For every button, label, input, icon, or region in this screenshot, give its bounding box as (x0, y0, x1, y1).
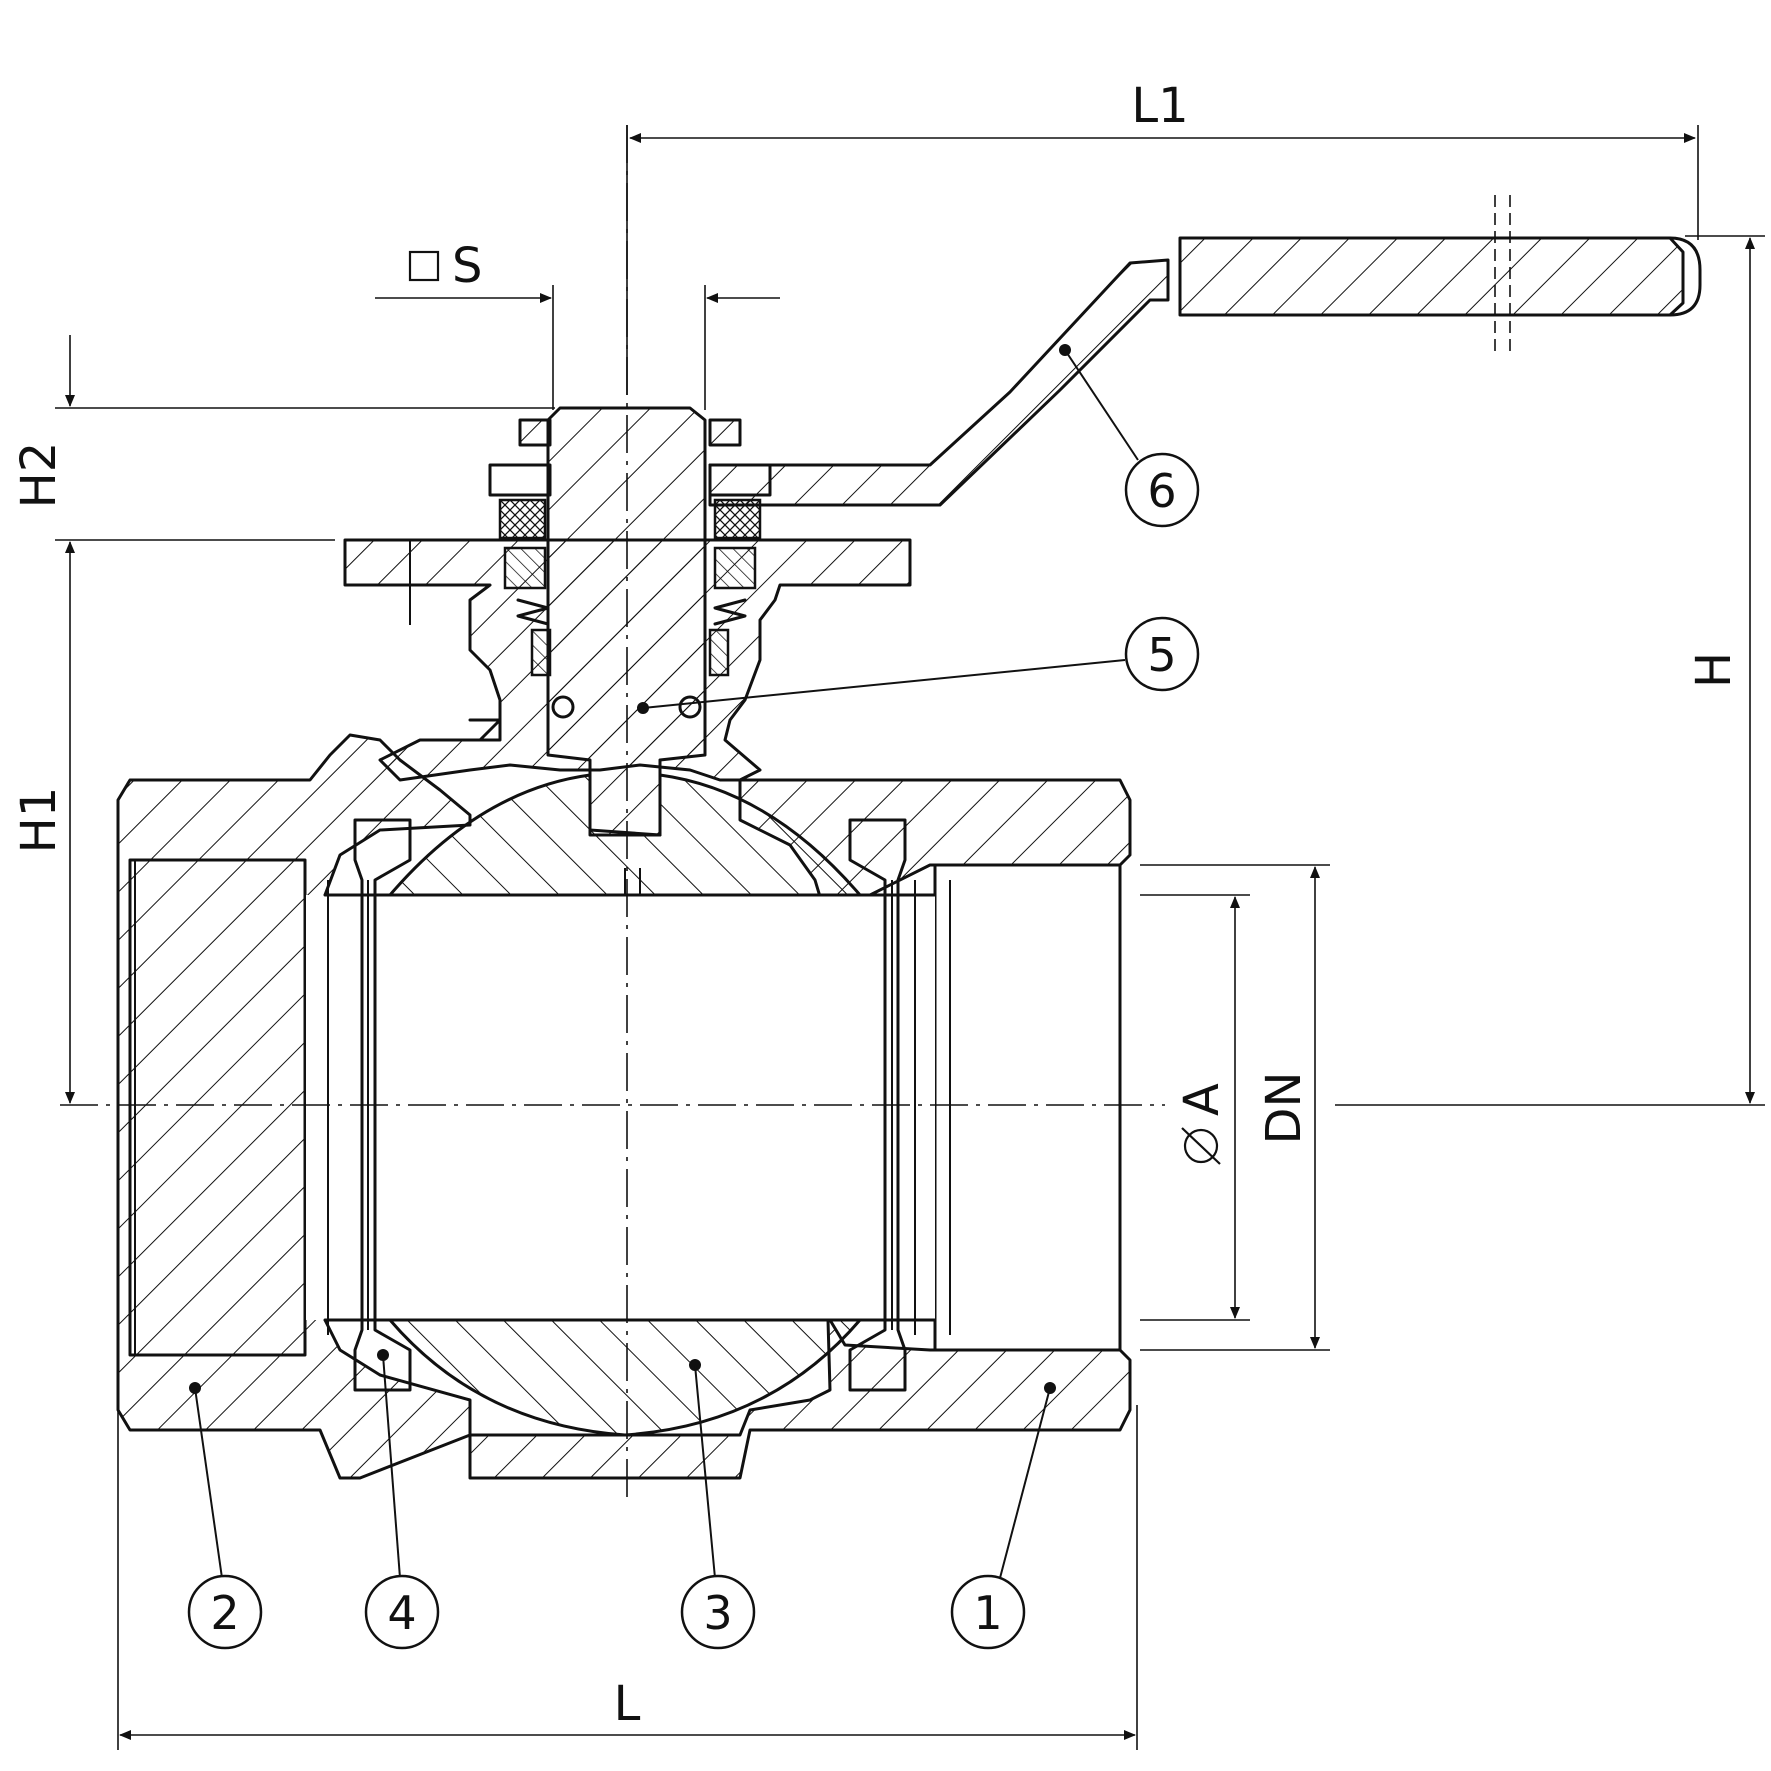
callout-1: 1 (950, 1382, 1056, 1650)
square-symbol-icon (408, 250, 440, 282)
dimension-S-label: S (452, 238, 482, 294)
valve-bore (304, 880, 937, 1335)
dimension-L1-label: L1 (1131, 78, 1188, 134)
callout-2-label: 2 (210, 1586, 239, 1640)
dimension-H2-label: H2 (11, 442, 67, 509)
dimension-DN: DN (1140, 864, 1330, 1351)
dimension-L1: L1 (626, 78, 1699, 395)
dimension-A: A (1140, 894, 1250, 1321)
callout-4-label: 4 (387, 1586, 416, 1640)
dimension-H-label: H (1686, 652, 1742, 688)
callout-1-label: 1 (973, 1586, 1002, 1640)
callout-5-label: 5 (1147, 628, 1176, 682)
callout-3-label: 3 (703, 1586, 732, 1640)
dimension-H: H (1335, 235, 1765, 1106)
callout-4: 4 (364, 1349, 440, 1650)
callout-5: 5 (637, 616, 1200, 714)
diameter-symbol-icon (1183, 1128, 1219, 1164)
callout-2: 2 (187, 1382, 263, 1650)
dimension-H1-label: H1 (11, 787, 67, 854)
dimension-A-label: A (1174, 1083, 1230, 1116)
callout-6: 6 (1059, 344, 1200, 528)
dimension-DN-label: DN (1256, 1072, 1312, 1145)
lever-handle (708, 195, 1702, 507)
gland-packing (488, 418, 772, 677)
dimension-L: L (117, 1405, 1138, 1750)
dimension-L-label: L (614, 1676, 641, 1732)
dimension-H2: H2 (11, 335, 555, 509)
dimension-S: S (375, 238, 780, 410)
center-lines (60, 125, 1165, 1505)
callout-6-label: 6 (1147, 464, 1176, 518)
dimension-H1: H1 (11, 539, 335, 1104)
callout-3: 3 (680, 1359, 756, 1650)
